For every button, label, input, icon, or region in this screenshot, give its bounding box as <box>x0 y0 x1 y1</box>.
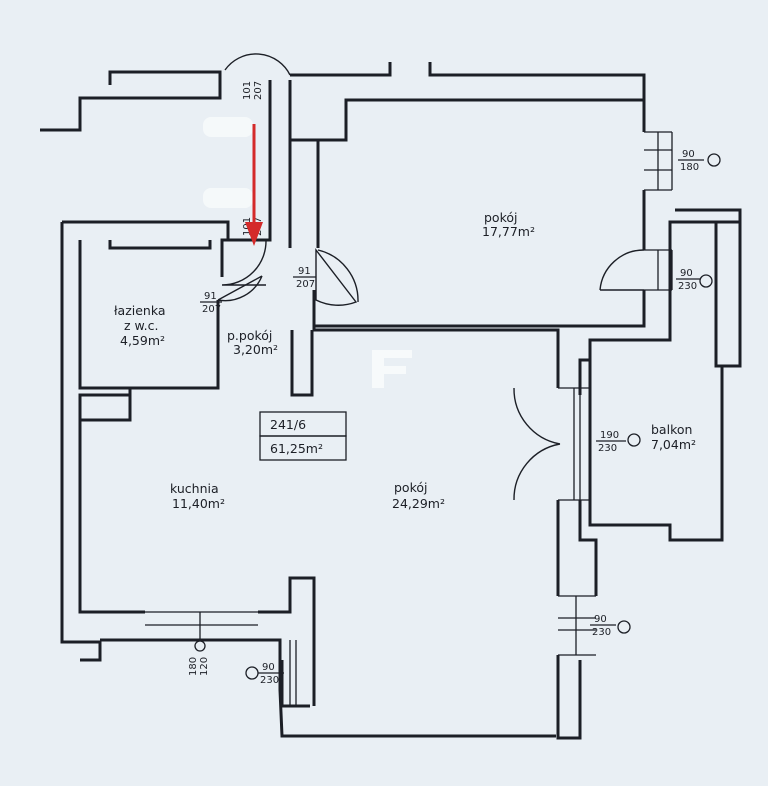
room17-name: pokój <box>484 210 518 225</box>
door-room17-lower <box>315 247 358 306</box>
kitchen-area: 11,40m² <box>172 496 225 511</box>
kitchen-west <box>78 393 145 614</box>
dim-room-door-w: 91 <box>298 266 311 277</box>
marker-4 <box>617 620 631 634</box>
corridor-wall-left <box>40 70 222 132</box>
entrance-arrow <box>245 124 263 246</box>
dim-win-lr-w: 90 <box>594 614 607 625</box>
entrance-arc <box>224 53 291 76</box>
kitchen-left-wall <box>78 240 132 420</box>
dim-bal-low-h: 230 <box>598 443 617 454</box>
dim-kitchen-win-w: 180 <box>188 657 199 676</box>
kitchen-name: kuchnia <box>170 481 219 496</box>
marker-3 <box>627 433 641 447</box>
door-bathroom <box>217 275 263 302</box>
dim-kitchen-win-h: 120 <box>199 657 210 676</box>
room24-name: pokój <box>394 480 428 495</box>
balcony-area: 7,04m² <box>651 437 696 452</box>
corridor-wall-right <box>428 62 646 104</box>
marker-6 <box>194 640 206 652</box>
hall-name: p.pokój <box>227 328 272 343</box>
openings <box>145 131 673 706</box>
dim-bal-up-w: 90 <box>680 268 693 279</box>
dimension-labels: 101 207 101 207 91 207 91 207 90 180 90 … <box>188 81 704 686</box>
room24-corner <box>556 655 582 740</box>
balcony-upper-walls <box>578 208 742 395</box>
bath-name: łazienka <box>114 303 166 318</box>
hall-wall-upper <box>290 138 320 248</box>
dim-entrance-top-w: 101 <box>242 81 253 100</box>
marker-2 <box>699 274 713 288</box>
dim-entrance-top-h: 207 <box>253 81 264 100</box>
summary-box: 241/6 61,25m² <box>259 411 347 461</box>
room24-area: 24,29m² <box>392 496 445 511</box>
apartment-walls <box>60 80 742 740</box>
room17-top <box>318 98 646 142</box>
redacted-marks <box>203 117 412 388</box>
window-markers <box>194 153 721 680</box>
room-labels: pokój 17,77m² łazienka z w.c. 4,59m² p.p… <box>114 210 696 511</box>
bath-right <box>130 300 220 390</box>
room24-top <box>312 290 560 388</box>
bottom-wall <box>100 638 556 738</box>
room17-bottom <box>314 290 646 328</box>
room17-area: 17,77m² <box>482 224 535 239</box>
dim-win-ur-h: 180 <box>680 162 699 173</box>
door-balcony-upper <box>599 249 645 291</box>
outer-left-wall <box>60 222 102 662</box>
marker-5 <box>245 666 259 680</box>
dim-win-ur-w: 90 <box>682 149 695 160</box>
balcony-door-upper-frame <box>644 249 673 291</box>
bath-top <box>108 240 212 250</box>
outer-top-left <box>62 220 230 240</box>
balcony-lower-wall <box>578 500 598 596</box>
dim-bath-door-w: 91 <box>204 291 217 302</box>
balcony-name: balkon <box>651 422 692 437</box>
bath-subname: z w.c. <box>124 318 158 333</box>
total-area: 61,25m² <box>270 441 323 456</box>
dim-room-door-h: 207 <box>296 279 315 290</box>
hall-area: 3,20m² <box>233 342 278 357</box>
door-swings <box>217 239 645 501</box>
dim-win-lr-h: 230 <box>592 627 611 638</box>
marker-1 <box>707 153 721 167</box>
hall-pillar <box>290 330 314 397</box>
balcony-door-lower-frame <box>558 387 590 501</box>
window-bottom <box>289 640 297 706</box>
door-balcony-lower <box>513 387 561 501</box>
entrance-wall-left <box>220 80 272 277</box>
balcony-outline <box>588 360 724 542</box>
door-entrance <box>221 239 267 286</box>
dim-bath-door-h: 207 <box>202 304 221 315</box>
unit-number: 241/6 <box>270 417 306 432</box>
corridor-wall-top <box>290 62 392 77</box>
bottom-jog <box>280 660 310 708</box>
window-kitchen <box>145 611 258 641</box>
dim-bal-low-w: 190 <box>600 430 619 441</box>
dim-bottom-h: 230 <box>260 675 279 686</box>
kitchen-east <box>258 576 316 706</box>
dim-bottom-w: 90 <box>262 662 275 673</box>
bath-area: 4,59m² <box>120 333 165 348</box>
corridor-walls <box>40 53 646 132</box>
window-lower-right <box>558 595 596 656</box>
door-room17-arc <box>317 249 359 303</box>
dim-bal-up-h: 230 <box>678 281 697 292</box>
window-upper-right <box>644 131 673 191</box>
balcony-column <box>714 222 742 368</box>
